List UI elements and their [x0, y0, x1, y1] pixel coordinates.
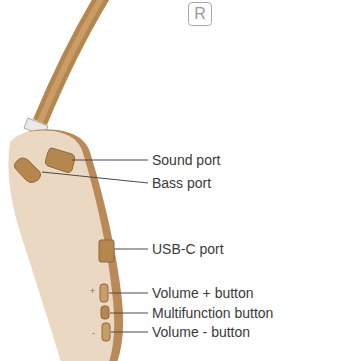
sound-port — [45, 148, 74, 173]
button-symbol: + — [90, 286, 95, 296]
volume-down-button — [102, 323, 110, 341]
multifunction-button — [101, 306, 109, 319]
part-label: Volume - button — [152, 324, 250, 340]
earcup-face — [8, 130, 114, 361]
usb-c-port — [99, 240, 114, 262]
side-marker-box: R — [188, 2, 212, 26]
leader-line — [72, 160, 148, 161]
part-label: USB-C port — [152, 241, 224, 257]
leader-line — [111, 332, 148, 333]
volume-up-button — [100, 284, 108, 302]
part-label: Bass port — [152, 175, 211, 191]
part-label: Sound port — [152, 152, 221, 168]
leader-line — [42, 172, 148, 183]
part-label: Multifunction button — [152, 305, 273, 321]
side-letter: R — [194, 6, 206, 22]
button-symbol: - — [92, 328, 95, 338]
headband-highlight — [40, 0, 104, 122]
headband — [40, 0, 104, 122]
bass-port — [14, 158, 40, 183]
leader-lines — [42, 160, 148, 332]
leader-line — [114, 249, 148, 250]
leader-line — [109, 293, 148, 294]
part-label: Volume + button — [152, 285, 254, 301]
leader-line — [110, 313, 148, 314]
